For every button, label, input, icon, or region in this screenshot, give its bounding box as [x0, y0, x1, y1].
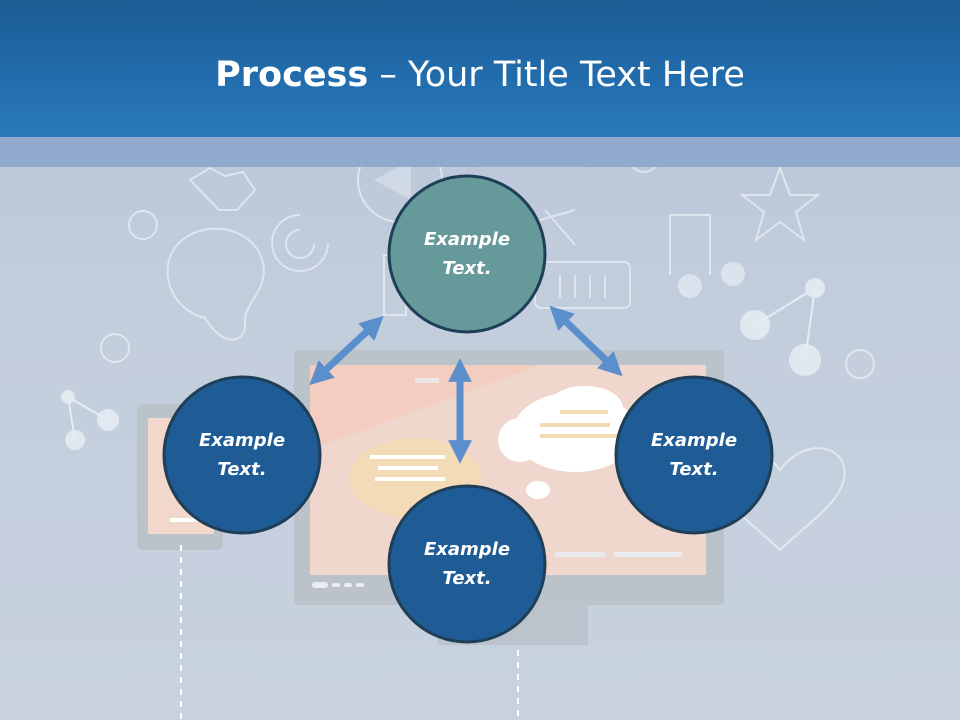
node-left-line1: Example	[198, 430, 286, 451]
network-illustration	[61, 262, 825, 450]
header-band	[0, 137, 960, 167]
node-left	[162, 375, 322, 535]
node-top-line1: Example	[423, 229, 511, 250]
arrow-top-left	[309, 315, 384, 386]
slide-title: Process – Your Title Text Here	[0, 52, 960, 98]
node-bottom	[387, 484, 547, 644]
node-top-label: Example Text.	[388, 225, 546, 283]
node-left-line2: Text.	[217, 459, 267, 480]
arrow-top-right	[549, 305, 623, 377]
node-right-line1: Example	[650, 430, 738, 451]
node-top	[387, 174, 547, 334]
node-right-label: Example Text.	[615, 426, 773, 484]
node-bottom-label: Example Text.	[388, 535, 546, 593]
node-right-line2: Text.	[669, 459, 719, 480]
header-bar	[0, 0, 960, 137]
node-right	[614, 375, 774, 535]
title-bold: Process	[215, 55, 369, 95]
title-rest: Your Title Text Here	[407, 55, 745, 95]
node-left-label: Example Text.	[163, 426, 321, 484]
node-bottom-line1: Example	[423, 539, 511, 560]
title-separator: –	[368, 55, 408, 95]
node-top-line2: Text.	[442, 258, 492, 279]
node-bottom-line2: Text.	[442, 568, 492, 589]
